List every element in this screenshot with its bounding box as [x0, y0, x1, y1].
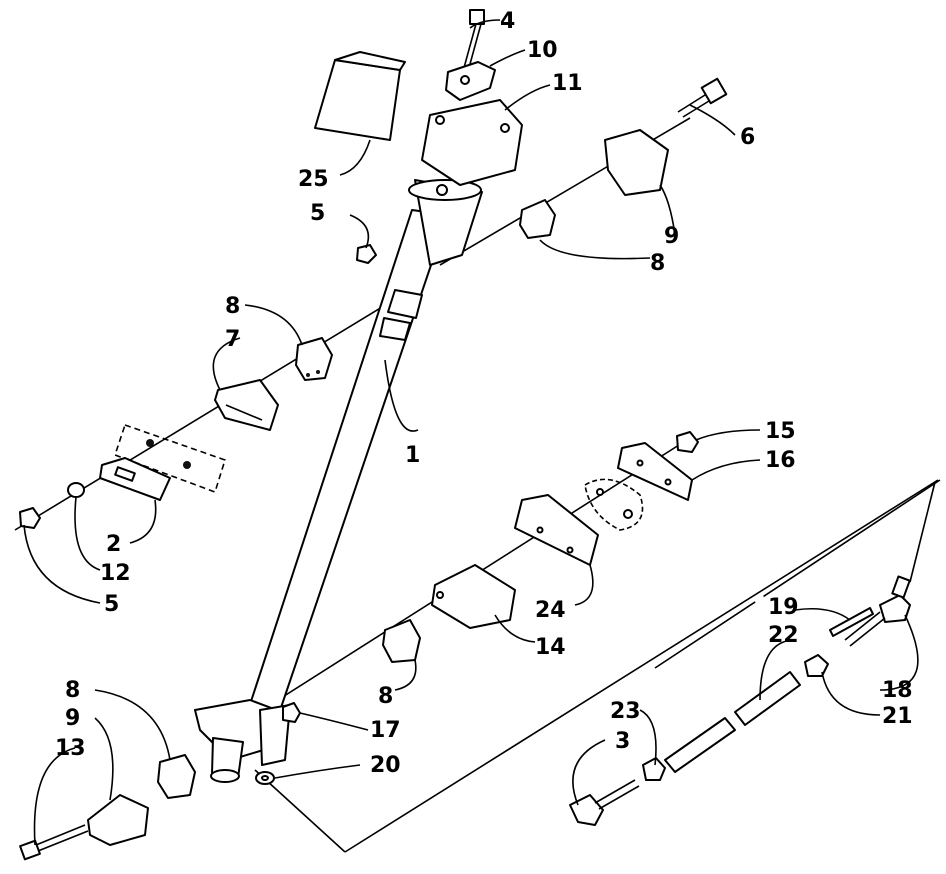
label-8-lower: 8	[65, 678, 80, 703]
label-22: 22	[768, 623, 799, 648]
label-13: 13	[55, 736, 86, 761]
gasket-dashed	[584, 478, 644, 531]
bushing-left	[295, 337, 333, 381]
jam-nut-23	[642, 757, 666, 781]
clamp-left	[214, 379, 279, 431]
label-16: 16	[765, 448, 796, 473]
label-18: 18	[882, 678, 913, 703]
label-20: 20	[370, 753, 401, 778]
tie-rod-end-18	[844, 575, 911, 647]
label-21: 21	[882, 704, 913, 729]
plate-16	[617, 442, 693, 501]
label-4: 4	[500, 9, 515, 34]
label-7: 7	[225, 327, 240, 352]
label-8-upper: 8	[650, 251, 665, 276]
bolt-right	[677, 77, 728, 118]
frame-section	[113, 423, 226, 494]
cotter-pin-19	[829, 607, 874, 637]
backing-plate	[99, 457, 171, 501]
label-5-upper: 5	[310, 201, 325, 226]
clamp-upper-right	[604, 129, 669, 196]
label-8-left: 8	[225, 294, 240, 319]
jam-nut-21	[804, 654, 829, 677]
nut-15	[676, 431, 699, 453]
label-23: 23	[610, 699, 641, 724]
upper-clamp	[445, 61, 496, 101]
bushing-upper-right	[519, 199, 556, 239]
label-17: 17	[370, 718, 401, 743]
label-12: 12	[100, 561, 131, 586]
label-9-upper: 9	[664, 224, 679, 249]
bushing-middle	[382, 619, 421, 663]
washer-20	[255, 771, 275, 785]
label-8-middle: 8	[378, 684, 393, 709]
label-10: 10	[527, 38, 558, 63]
label-19: 19	[768, 595, 799, 620]
washer-left	[67, 482, 85, 498]
bushing-lower-left	[157, 754, 196, 799]
steering-post	[194, 179, 483, 783]
label-1: 1	[405, 443, 420, 468]
tie-rod-22	[664, 671, 801, 773]
upper-block	[421, 99, 523, 186]
label-9-lower: 9	[65, 706, 80, 731]
lower-block	[431, 564, 516, 629]
leader-lines	[23, 19, 919, 846]
bolt-13	[19, 824, 89, 861]
label-2: 2	[106, 532, 121, 557]
plate-24	[514, 494, 599, 566]
label-5-lower: 5	[104, 592, 119, 617]
label-14: 14	[535, 635, 566, 660]
label-25: 25	[298, 167, 329, 192]
label-3: 3	[615, 729, 630, 754]
label-24: 24	[535, 598, 566, 623]
handlebar-pad	[314, 51, 406, 141]
label-11: 11	[552, 71, 583, 96]
clamp-lower-left	[87, 794, 149, 846]
nut-17	[282, 702, 301, 723]
callout-labels: 1 4 10 11 6 25 5 9 8 8 7 2 12 5 15 16 24…	[55, 9, 913, 778]
label-6: 6	[740, 125, 755, 150]
label-15: 15	[765, 419, 796, 444]
nut-upper	[356, 244, 377, 264]
nut-left	[19, 507, 41, 529]
tie-rod-end-3	[569, 779, 640, 826]
